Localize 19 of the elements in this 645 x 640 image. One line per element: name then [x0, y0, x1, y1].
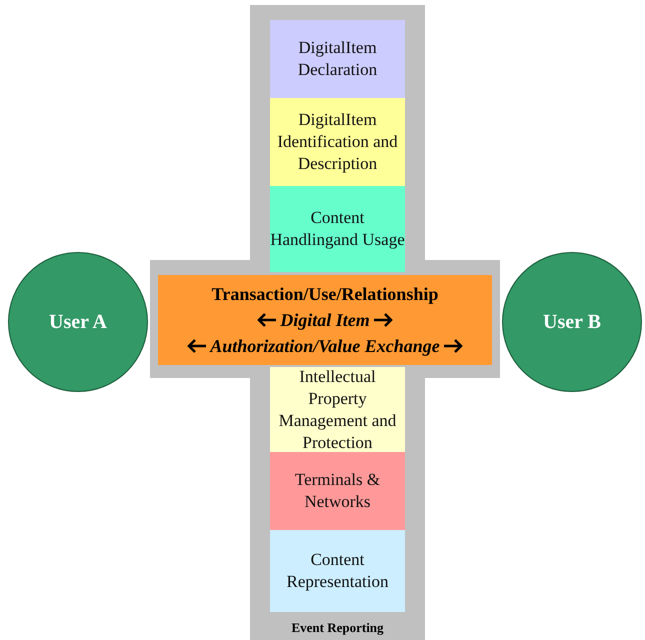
layer-box	[270, 98, 405, 186]
user-label: User B	[543, 310, 601, 334]
heading: Transaction/Use/Relationship	[212, 283, 438, 306]
layer-label: Content Handlingand Usage	[270, 207, 405, 251]
layer-label: DigitalItem Identification and Description	[276, 109, 399, 175]
user-label: User A	[49, 310, 107, 334]
layer-box	[270, 20, 405, 98]
exchange-label: Digital Item	[280, 309, 370, 332]
layer-label: DigitalItem Declaration	[296, 37, 378, 81]
layer-box	[270, 452, 405, 530]
layer-label: Intellectual Property Management and Protection	[278, 366, 398, 454]
layer-box	[270, 186, 405, 272]
band-label: Event Reporting	[290, 620, 385, 636]
layer-box	[270, 530, 405, 612]
exchange-label: Authorization/Value Exchange	[210, 335, 440, 358]
exchange-box	[158, 275, 492, 365]
layer-label: Terminals & Networks	[294, 469, 382, 513]
layer-label: Content Representation	[286, 549, 390, 593]
cross-frame	[150, 5, 500, 640]
